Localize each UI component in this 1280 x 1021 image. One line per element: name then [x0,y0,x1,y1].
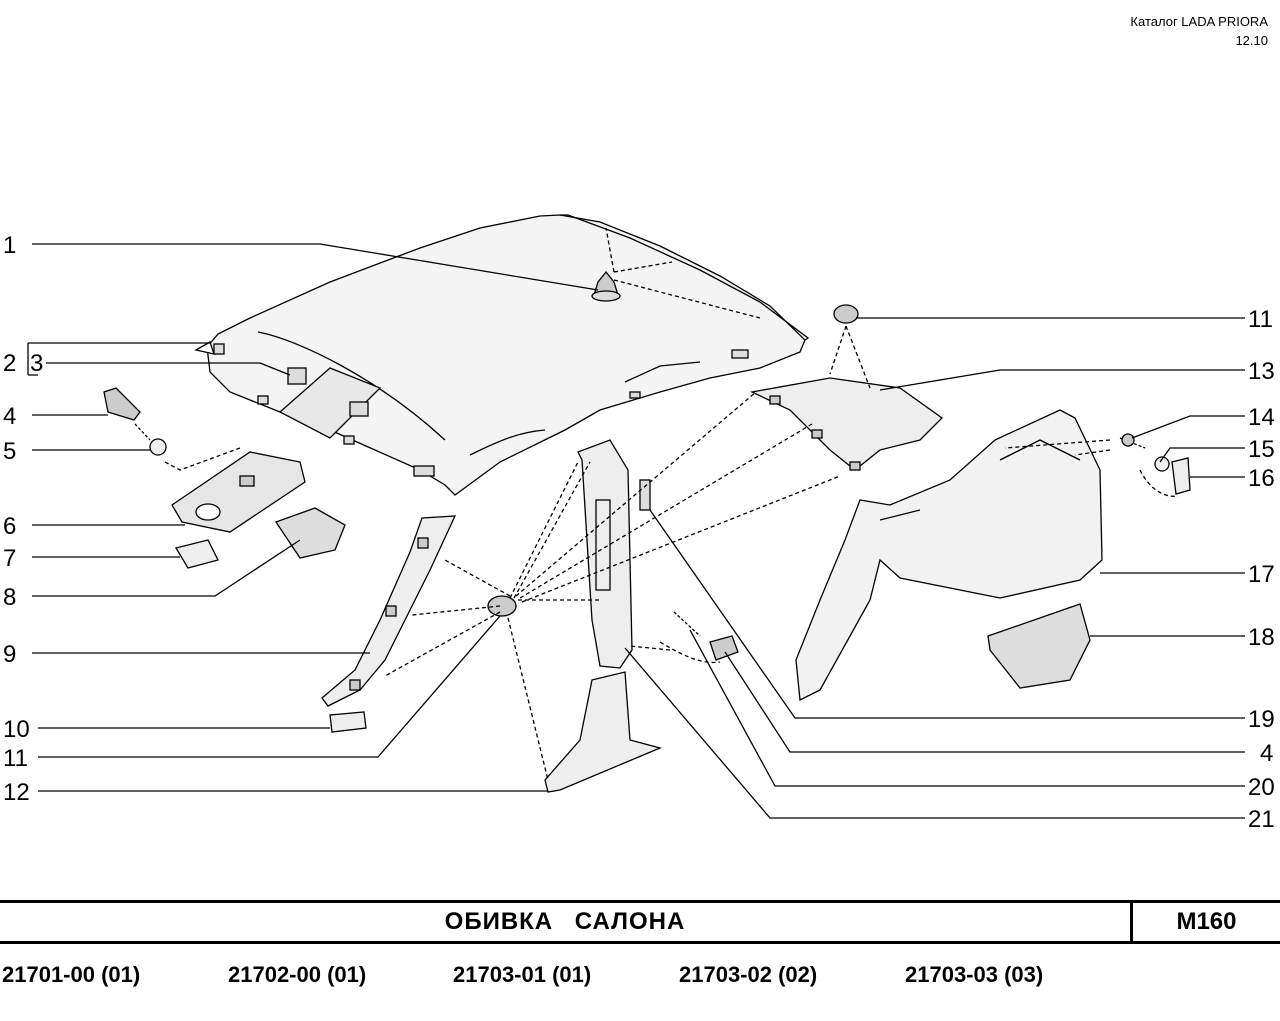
callout-label: 11 [1248,306,1273,333]
callout-label: 2 [3,350,16,377]
callout-label: 16 [1248,465,1275,492]
part-headliner [194,214,810,496]
callout-label: 4 [1260,740,1273,767]
part-fasteners-bottom [659,611,739,664]
callout-label: 9 [3,641,16,668]
model-code: 21703-01 (01) [453,962,592,987]
section-code: М160 [1176,908,1237,935]
callout-label: 19 [1248,706,1275,733]
callout-label: 3 [30,350,43,377]
model-code: 21703-02 (02) [679,962,818,987]
callout-label: 14 [1248,404,1275,431]
model-list: 21701-00 (01) 21702-00 (01) 21703-01 (01… [0,962,1280,998]
exploded-parts-diagram: 1 2 3 4 5 6 7 8 9 10 11 12 11 13 14 15 1… [3,214,1275,833]
part-a-pillar-trim [321,515,457,733]
title-block: ОБИВКА САЛОНА М160 [0,900,1280,944]
part-ceiling-lamp [164,447,346,569]
part-clip [487,304,859,617]
callout-label: 4 [3,403,16,430]
callout-label: 13 [1248,358,1275,385]
callout-label: 17 [1248,561,1275,588]
model-code: 21702-00 (01) [228,962,367,987]
callout-label: 8 [3,584,16,611]
part-c-pillar-trim [749,377,944,471]
section-title: ОБИВКА САЛОНА [0,903,1133,941]
model-code: 21703-03 (03) [905,962,1044,987]
callout-label: 12 [3,779,30,806]
part-trunk-trim [795,409,1103,702]
catalog-date: 12.10 [1235,33,1268,48]
callout-label: 5 [3,438,16,465]
part-fasteners-right [1119,433,1191,497]
part-handle [103,387,167,456]
callout-label: 6 [3,513,16,540]
callout-label: 1 [3,232,16,259]
callout-label: 20 [1248,774,1275,801]
part-storage-box [987,603,1091,689]
model-code: 21701-00 (01) [2,962,141,987]
callout-label: 15 [1248,436,1275,463]
callout-label: 7 [3,545,16,572]
callout-label: 10 [3,716,30,743]
callout-label: 21 [1248,806,1275,833]
callout-label: 11 [3,745,28,772]
callout-label: 18 [1248,624,1275,651]
catalog-title: Каталог LADA PRIORA [1130,14,1268,29]
part-b-pillar-trim [544,439,663,793]
